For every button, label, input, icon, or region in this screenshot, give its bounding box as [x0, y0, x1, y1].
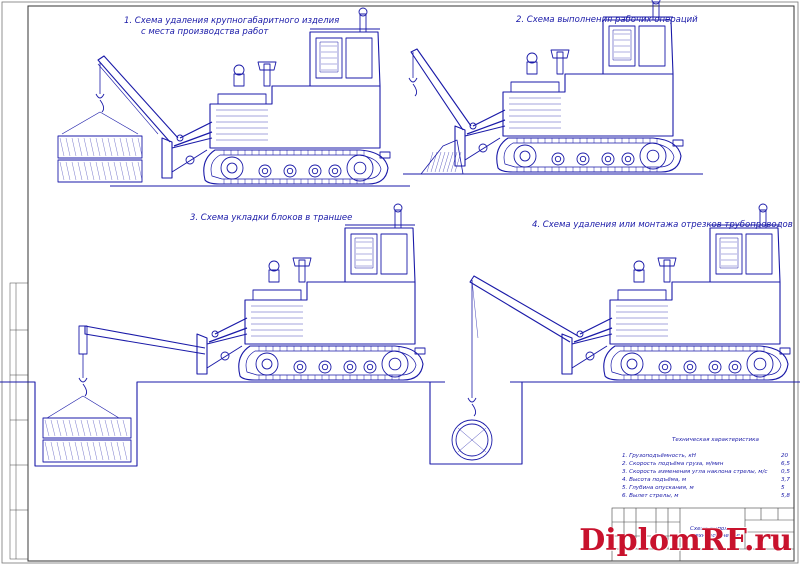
scheme-2-caption: 2. Схема выполнения рабочих операций [516, 15, 698, 25]
dozer-crane [496, 0, 684, 173]
dozer-crane [203, 7, 391, 185]
specs-title: Техническая характеристика [672, 437, 759, 443]
scheme-1-scene [57, 7, 410, 187]
trench [420, 381, 540, 465]
trench-blocks [42, 417, 132, 463]
hydraulics [208, 317, 248, 343]
watermark-logo: DiplomRF.ru [579, 523, 792, 558]
hydraulics [466, 109, 506, 135]
scheme-3-caption: 3. Схема укладки блоков в траншее [190, 213, 353, 223]
blade [161, 137, 213, 179]
title-block [611, 507, 795, 562]
scheme-1-caption-line-2: с места производства работ [141, 27, 269, 37]
title-block-name-line-1: Схема выполнения [690, 526, 746, 532]
title-block-name-line-2: технологических [692, 533, 742, 539]
pipe [451, 419, 493, 461]
spec-value: 3,7 [781, 477, 790, 483]
spec-label: 4. Высота подъёма, м [622, 477, 687, 483]
blade [196, 333, 248, 375]
spec-label: 1. Грузоподъёмность, кН [622, 453, 696, 459]
blade [561, 333, 613, 375]
scheme-4-scene [420, 203, 800, 465]
spec-value: 20 [781, 453, 789, 459]
scheme-3-scene [0, 203, 445, 467]
scheme-2-scene [403, 0, 703, 175]
dozer-crane [238, 203, 426, 381]
scheme-4-caption: 4. Схема удаления или монтажа отрезков т… [532, 220, 793, 230]
cargo-blocks [57, 135, 143, 183]
dozer-crane [603, 203, 791, 381]
spec-value: 6,5 [781, 461, 790, 467]
spec-value: 5,8 [781, 493, 790, 499]
trench [0, 381, 149, 467]
soil-heap [420, 139, 464, 175]
spec-label: 2. Скорость подъёма груза, м/мин [622, 461, 724, 467]
spec-label: 5. Глубина опускания, м [622, 485, 694, 491]
spec-label: 6. Вылет стрелы, м [622, 493, 679, 499]
scenes-layer [0, 0, 800, 467]
spec-value: 0,5 [781, 469, 790, 475]
spec-value: 5 [781, 485, 785, 491]
left-margin-stamp [9, 282, 29, 560]
blade [454, 125, 506, 167]
hydraulics [173, 121, 213, 147]
hydraulics [573, 317, 613, 343]
spec-label: 3. Скорость изменения угла наклона стрел… [622, 469, 768, 475]
scheme-1-caption-line-1: 1. Схема удаления крупногабаритного изде… [124, 16, 340, 26]
